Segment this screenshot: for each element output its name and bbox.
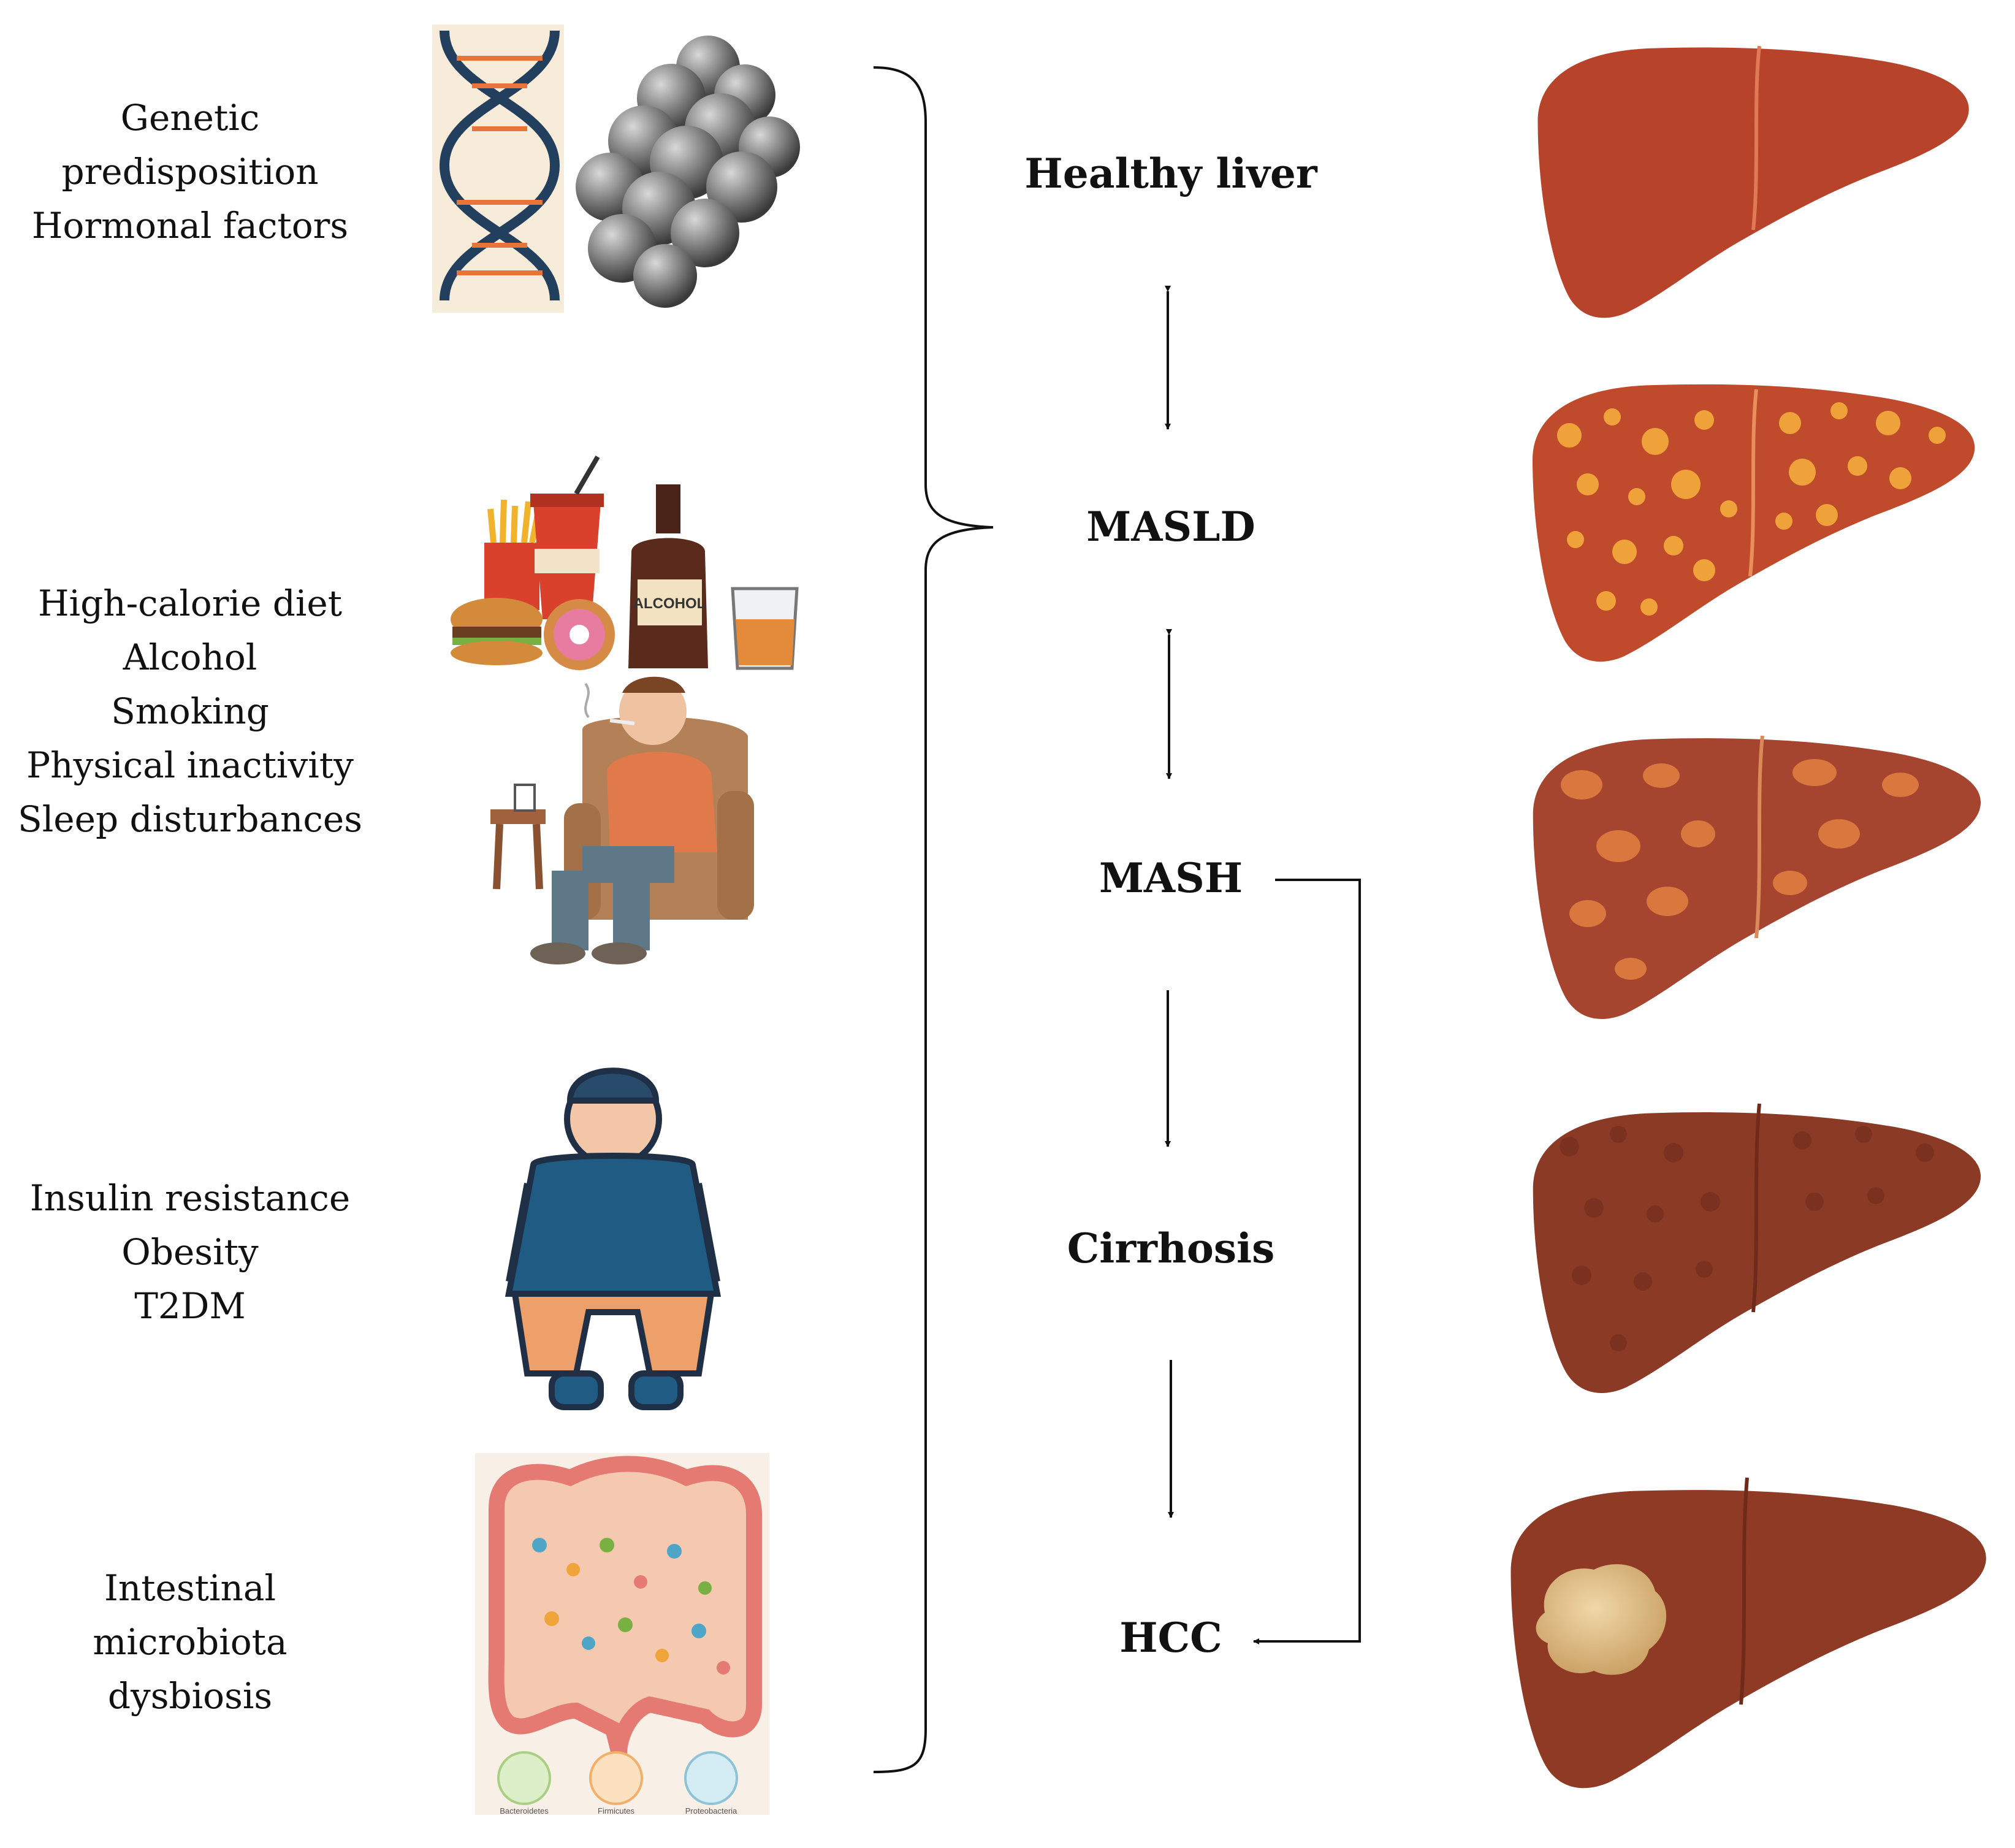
risk-factor-line: Genetic [120,97,260,139]
liver-tumor-icon [1510,1477,1986,1789]
risk-factor-line: High-calorie diet [37,582,343,624]
alcohol-bottle-icon: ALCOHOL [628,484,799,670]
sedentary-smoker-icon [490,676,754,964]
risk-factor-lifestyle: High-calorie diet Alcohol Smoking Physic… [0,576,380,846]
risk-factor-line: predisposition [61,151,319,193]
risk-factor-genetic-hormonal: Genetic predisposition Hormonal factors [0,91,380,253]
bacteria-group-label: Proteobacteria [685,1806,737,1816]
junk-food-icon [451,455,615,670]
cirrhotic-liver-icon [1533,1103,1981,1393]
stage-mash: MASH [1099,854,1243,902]
risk-factor-line: T2DM [134,1285,246,1327]
risk-factor-line: Obesity [121,1231,259,1273]
risk-factor-line: Physical inactivity [26,744,354,786]
steroid-molecule-icon [576,36,800,308]
stage-cirrhosis: Cirrhosis [1067,1224,1275,1272]
risk-factor-brace [873,66,994,1773]
risk-factor-metabolic: Insulin resistance Obesity T2DM [0,1171,380,1333]
bacteria-group-label: Firmicutes [598,1806,634,1816]
intestine-microbiota-icon: Bacteroidetes Firmicutes Proteobacteria [475,1453,769,1816]
tumor [1536,1564,1667,1675]
stage-hcc: HCC [1119,1614,1222,1662]
alcohol-bottle-label: ALCOHOL [633,595,706,612]
risk-factor-line: Intestinal [104,1567,276,1609]
risk-factor-line: Alcohol [123,636,257,678]
stage-masld: MASLD [1086,503,1255,551]
risk-factor-line: dysbiosis [107,1675,273,1717]
bacteria-group-label: Bacteroidetes [500,1806,549,1816]
risk-factor-line: Insulin resistance [29,1177,351,1219]
inflamed-liver-icon [1533,735,1981,1019]
obese-person-icon [505,1067,722,1410]
stage-healthy-liver: Healthy liver [1024,150,1317,197]
risk-factor-line: Hormonal factors [31,205,349,246]
arrow-mash-hcc [1253,879,1361,1644]
fatty-liver-icon [1533,384,1975,662]
risk-factor-line: microbiota [93,1621,288,1663]
risk-factor-dysbiosis: Intestinal microbiota dysbiosis [0,1561,380,1723]
dna-icon [432,25,564,313]
risk-factor-line: Smoking [111,690,269,732]
healthy-liver-icon [1537,45,1969,318]
risk-factor-line: Sleep disturbances [18,798,362,840]
